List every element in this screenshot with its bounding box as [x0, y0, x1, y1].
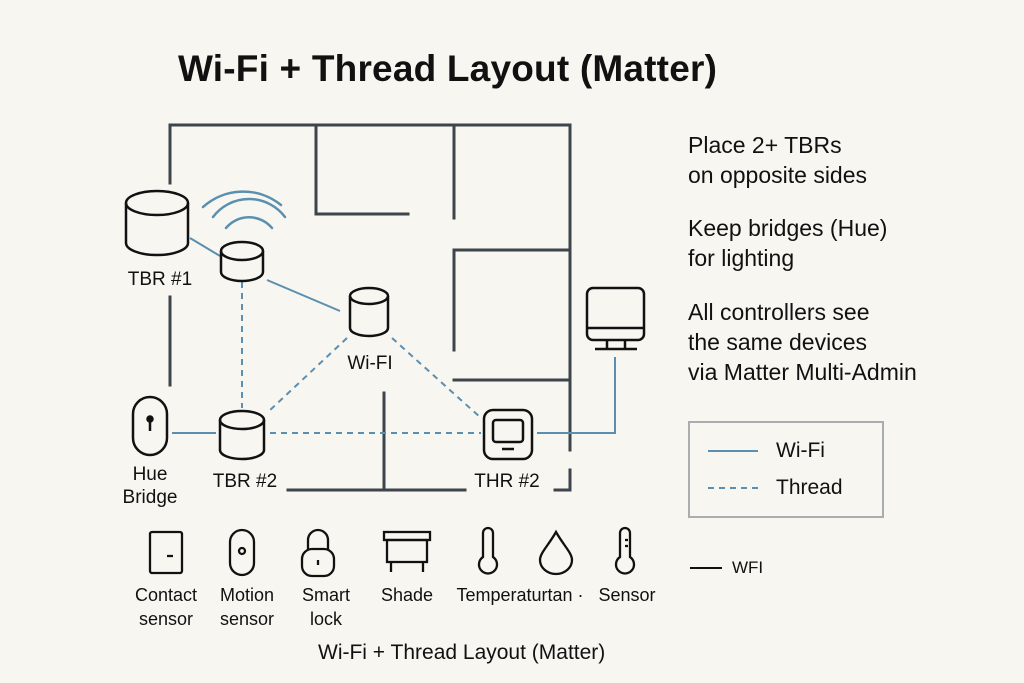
- thermometer-sensor-icon: [614, 526, 636, 575]
- access-point-icon: [219, 240, 265, 283]
- secondary-legend: WFI: [690, 558, 763, 578]
- device-label-lock: Smart lock: [271, 583, 381, 631]
- wifi-link-ap-wifi: [266, 279, 341, 312]
- note-line: for lighting: [688, 245, 795, 271]
- device-label-sensor: Sensor: [598, 585, 656, 605]
- legend-wifi-label: Wi-Fi: [776, 439, 825, 462]
- wall-room3: [452, 248, 572, 352]
- device-label-line: Contact: [134, 585, 198, 605]
- footer-caption: Wi-Fi + Thread Layout (Matter): [318, 641, 606, 664]
- legend-item-wifi: Wi-Fi: [708, 439, 825, 463]
- wifi-link-thr2-monitor: [537, 357, 616, 434]
- device-label-temperature: Temperaturtan ·: [456, 585, 584, 605]
- note-line: Place 2+ TBRs: [688, 132, 842, 158]
- device-label-contact: Contact sensor: [111, 583, 221, 631]
- legend-thread-label: Thread: [776, 476, 843, 499]
- wall-outer-top: [168, 123, 572, 452]
- note-line: on opposite sides: [688, 162, 868, 188]
- page-title: Wi-Fi + Thread Layout (Matter): [178, 48, 718, 89]
- device-label-shade: Shade: [380, 585, 434, 605]
- device-label-line: Motion: [219, 585, 275, 605]
- contact-sensor-icon: [148, 530, 184, 575]
- note-bridges: Keep bridges (Hue) for lighting: [688, 213, 887, 273]
- tbr2-label: TBR #2: [212, 471, 278, 492]
- thread-link-wifi-thr2: [391, 337, 482, 419]
- wifi-waves-icon: [201, 190, 287, 230]
- wall-room1: [314, 123, 410, 216]
- thermometer-icon: [477, 526, 499, 575]
- wifi-node-icon: [348, 286, 390, 338]
- hue-label-line2: Bridge: [122, 487, 178, 508]
- tbr1-icon: [124, 189, 190, 257]
- walls: [168, 123, 572, 492]
- device-label-line: sensor: [138, 609, 194, 629]
- legend-item-thread: Thread: [708, 476, 843, 500]
- secondary-legend-line: [690, 567, 722, 569]
- thread-link-wifi-tbr2: [267, 337, 348, 413]
- note-line: the same devices: [688, 329, 867, 355]
- legend-wifi-line: [708, 450, 758, 452]
- wall-outer-bottom-right: [553, 468, 572, 492]
- legend-thread-line: [708, 487, 758, 489]
- thr2-label: THR #2: [474, 471, 540, 492]
- legend: Wi-Fi Thread: [688, 421, 884, 518]
- note-multi-admin: All controllers see the same devices via…: [688, 297, 917, 387]
- shade-icon: [382, 530, 432, 572]
- device-label-motion: Motion sensor: [192, 583, 302, 631]
- thread-router-icon: [482, 408, 534, 461]
- note-line: Keep bridges (Hue): [688, 215, 888, 241]
- hue-bridge-label: Hue Bridge: [110, 463, 190, 509]
- note-tbr-placement: Place 2+ TBRs on opposite sides: [688, 130, 867, 190]
- secondary-legend-label: WFI: [732, 558, 764, 577]
- hue-label-line1: Hue: [132, 464, 168, 485]
- note-line: via Matter Multi-Admin: [688, 359, 917, 385]
- wifi-link-tbr1-ap: [189, 237, 221, 257]
- wifi-node-label: Wi-FI: [347, 353, 393, 374]
- device-label-line: lock: [309, 609, 342, 629]
- tbr2-icon: [218, 409, 266, 461]
- device-label-line: Smart: [301, 585, 350, 605]
- smart-lock-icon: [300, 528, 336, 578]
- monitor-icon: [585, 286, 646, 351]
- device-label-line: sensor: [219, 609, 275, 629]
- motion-sensor-icon: [228, 528, 256, 577]
- note-line: All controllers see: [688, 299, 870, 325]
- water-drop-icon: [538, 529, 574, 576]
- hue-bridge-icon: [131, 395, 169, 457]
- tbr1-label: TBR #1: [127, 269, 193, 290]
